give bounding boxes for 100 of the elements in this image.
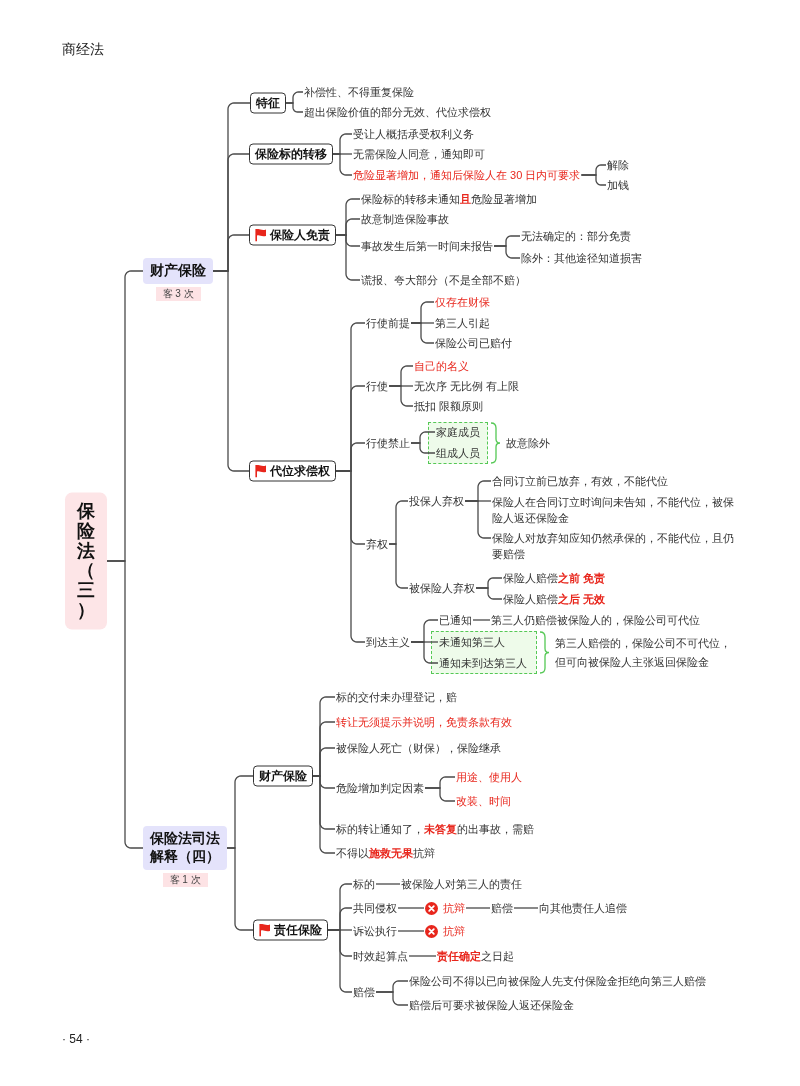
branch-text: 无需保险人同意，通知即可 [352, 146, 486, 162]
topic-box [250, 92, 286, 114]
connector-line [475, 587, 503, 600]
branch-text: 用途、使用人 [455, 769, 523, 785]
branch-text: 组成人员 [435, 445, 481, 461]
connector-line [285, 102, 304, 113]
branch-text: 转让无须提示并说明，免责条款有效 [335, 714, 513, 730]
branch-text: 已通知 [438, 612, 473, 628]
branch-text: 被保险人弃权 [408, 580, 476, 596]
branch-text: 保险公司不得以已向被保险人先支付保险金拒绝向第三人赔偿 [408, 973, 707, 989]
topic-text: 特征 [256, 95, 280, 111]
connector-line [332, 153, 353, 176]
dashed-group-box [428, 422, 488, 464]
topic-box [253, 919, 328, 941]
branch-text: 被保险人死亡（财保），保险继承 [335, 740, 502, 756]
branch-text: 家庭成员 [435, 424, 481, 440]
main-branch-box [143, 826, 227, 870]
branch-text: 弃权 [365, 536, 389, 552]
topic-text: 代位求偿权 [270, 463, 330, 479]
branch-text: 改装、时间 [455, 793, 512, 809]
branch-text: 保险标的转移未通知且危险显著增加 [360, 191, 538, 207]
branch-text: 不得以施救无果抗辩 [335, 845, 436, 861]
connector-line [464, 500, 492, 539]
central-topic-box [65, 492, 107, 630]
connector-line [335, 234, 361, 281]
connector-line [472, 619, 491, 621]
branch-text: 补偿性、不得重复保险 [303, 84, 415, 100]
branch-text: 第三人仍赔偿被保险人的，保险公司可代位 [490, 612, 701, 628]
branch-text: 自己的名义 [413, 358, 470, 374]
branch-text: 行使 [365, 378, 389, 394]
branch-text: 抗辩 [443, 924, 465, 939]
connector-line [397, 907, 425, 909]
branch-text: 投保人弃权 [408, 493, 465, 509]
connector-line [410, 322, 435, 344]
connector-line [312, 775, 336, 854]
branch-text: 被保险人对第三人的责任 [400, 876, 523, 892]
count-tag: 客 1 次 [162, 873, 208, 887]
branch-text: 危险显著增加，通知后保险人在 30 日内可要求 [352, 167, 582, 183]
branch-text: 赔偿后可要求被保险人返还保险金 [408, 997, 575, 1013]
connector-line [408, 955, 437, 957]
connector-line [397, 930, 425, 932]
branch-text: 保险人赔偿之前 免责 [502, 570, 607, 586]
branch-text: 合同订立前已放弃，有效，不能代位 [491, 473, 669, 489]
dashed-group-box [431, 631, 537, 674]
topic-text: 保险标的转移 [255, 146, 327, 162]
branch-text: 诉讼执行 [352, 923, 398, 939]
branch-text: 抵扣 限额原则 [413, 398, 485, 414]
branch-text: 行使前提 [365, 315, 411, 331]
central-topic-text: 保险法（三） [77, 501, 95, 621]
branch-text: 标的交付未办理登记，赔 [335, 689, 458, 705]
connector-line [580, 174, 607, 186]
connector-line [375, 883, 401, 885]
connector-line [335, 470, 366, 643]
branch-text: 危险增加判定因素 [335, 780, 425, 796]
summary-text: 故意除外 [506, 435, 550, 451]
connector-line [465, 907, 491, 909]
main-branch-box [143, 258, 213, 284]
summary-text: 第三人赔偿的，保险公司不可代位，但可向被保险人主张返回保险金 [555, 635, 732, 670]
topic-box [249, 460, 336, 482]
branch-text: 事故发生后第一时间未报告 [360, 238, 494, 254]
branch-text: 加钱 [606, 177, 630, 193]
branch-text: 向其他责任人追偿 [538, 900, 628, 916]
branch-text: 到达主义 [365, 634, 411, 650]
branch-text: 赔偿 [490, 900, 514, 916]
branch-text: 谎报、夸大部分（不是全部不赔） [360, 272, 527, 288]
branch-text: 保险人对放弃知应知仍然承保的，不能代位，且仍要赔偿 [491, 530, 737, 562]
main-branch-text: 财产保险 [150, 262, 206, 280]
connector-line [410, 641, 439, 664]
branch-text: 保险人赔偿之后 无效 [502, 591, 607, 607]
connector-line [410, 442, 436, 454]
topic-box [249, 143, 333, 165]
branch-text: 受让人概括承受权利义务 [352, 126, 475, 142]
connector-line [493, 245, 521, 259]
connector-line [424, 787, 456, 802]
connector-line [388, 543, 409, 589]
connector-line [226, 847, 254, 931]
branch-text: 赔偿 [352, 984, 376, 1000]
topic-box [249, 224, 336, 246]
connector-line [375, 991, 409, 1006]
page-number: · 54 · [62, 1032, 90, 1046]
branch-text: 共同侵权 [352, 900, 398, 916]
topic-text: 财产保险 [259, 768, 307, 784]
branch-text: 未通知第三人 [438, 634, 506, 650]
connector-line [212, 270, 250, 472]
branch-text: 抗辩 [443, 901, 465, 916]
branch-text: 仅存在财保 [434, 294, 491, 310]
branch-text: 通知未到达第三人 [438, 655, 528, 671]
topic-text: 保险人免责 [270, 227, 330, 243]
branch-text: 标的转让通知了，未答复的出事故，需赔 [335, 821, 535, 837]
branch-text: 时效起算点 [352, 948, 409, 964]
branch-text: 超出保险价值的部分无效、代位求偿权 [303, 104, 492, 120]
header-text: 商经法 [62, 41, 104, 59]
branch-text: 无法确定的：部分免责 [520, 228, 632, 244]
connector-line [388, 385, 414, 407]
topic-box [253, 765, 313, 787]
branch-text: 无次序 无比例 有上限 [413, 378, 521, 394]
connector-line [106, 560, 144, 849]
branch-text: 解除 [606, 157, 630, 173]
topic-text: 责任保险 [274, 922, 322, 938]
connector-line [513, 907, 539, 909]
